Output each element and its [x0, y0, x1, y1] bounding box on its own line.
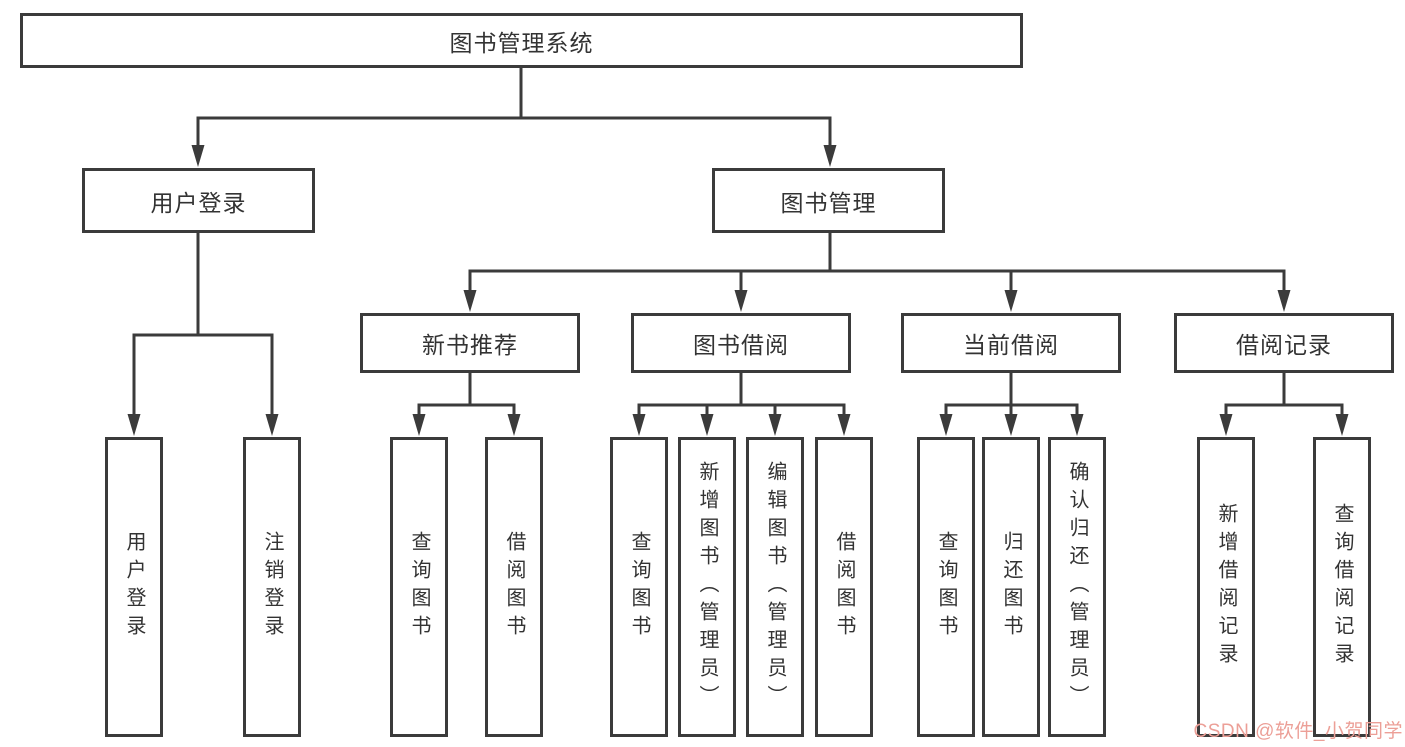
node-current-borrowing: 当前借阅 — [901, 313, 1121, 373]
leaf-query-borrow-record: 查询借阅记录 — [1313, 437, 1371, 737]
arrowhead — [191, 145, 837, 167]
leaf-query-books-recommend: 查询图书 — [390, 437, 448, 737]
leaf-query-books-borrowing: 查询图书 — [610, 437, 668, 737]
arrowhead — [632, 414, 851, 436]
arrowhead — [939, 414, 1084, 436]
arrowhead — [1219, 414, 1349, 436]
connector-line — [637, 373, 846, 418]
leaf-borrow-books-recommend: 借阅图书 — [485, 437, 543, 737]
arrowhead — [127, 414, 279, 436]
node-library-management-system: 图书管理系统 — [20, 13, 1023, 68]
connector-line — [196, 68, 832, 148]
leaf-add-book-admin: 新增图书（管理员） — [678, 437, 736, 737]
leaf-query-books-current: 查询图书 — [917, 437, 975, 737]
connector-line — [944, 373, 1079, 418]
leaf-logout: 注销登录 — [243, 437, 301, 737]
connector-current-borrowing-to-leaves — [939, 373, 1084, 436]
connector-book-management-to-level3 — [463, 233, 1291, 312]
connector-line — [468, 233, 1286, 296]
connector-borrowing-records-to-leaves — [1219, 373, 1349, 436]
connector-line — [417, 373, 516, 418]
leaf-add-borrow-record: 新增借阅记录 — [1197, 437, 1255, 737]
node-book-management: 图书管理 — [712, 168, 945, 233]
leaf-edit-book-admin: 编辑图书（管理员） — [746, 437, 804, 737]
leaf-confirm-return-admin: 确认归还（管理员） — [1048, 437, 1106, 737]
csdn-watermark: CSDN @软件_小贺同学 — [1193, 721, 1403, 742]
connector-root-to-level2 — [191, 68, 837, 167]
node-borrowing-records: 借阅记录 — [1174, 313, 1394, 373]
node-new-book-recommendation: 新书推荐 — [360, 313, 580, 373]
leaf-return-books: 归还图书 — [982, 437, 1040, 737]
connector-line — [132, 233, 274, 418]
arrowhead — [463, 290, 1291, 312]
arrowhead — [412, 414, 521, 436]
connector-user-login-to-leaves — [127, 233, 279, 436]
leaf-borrow-books-borrowing: 借阅图书 — [815, 437, 873, 737]
connector-line — [1224, 373, 1344, 418]
leaf-user-login: 用户登录 — [105, 437, 163, 737]
connector-book-borrowing-to-leaves — [632, 373, 851, 436]
node-user-login: 用户登录 — [82, 168, 315, 233]
node-book-borrowing: 图书借阅 — [631, 313, 851, 373]
connector-new-book-recommendation-to-leaves — [412, 373, 521, 436]
